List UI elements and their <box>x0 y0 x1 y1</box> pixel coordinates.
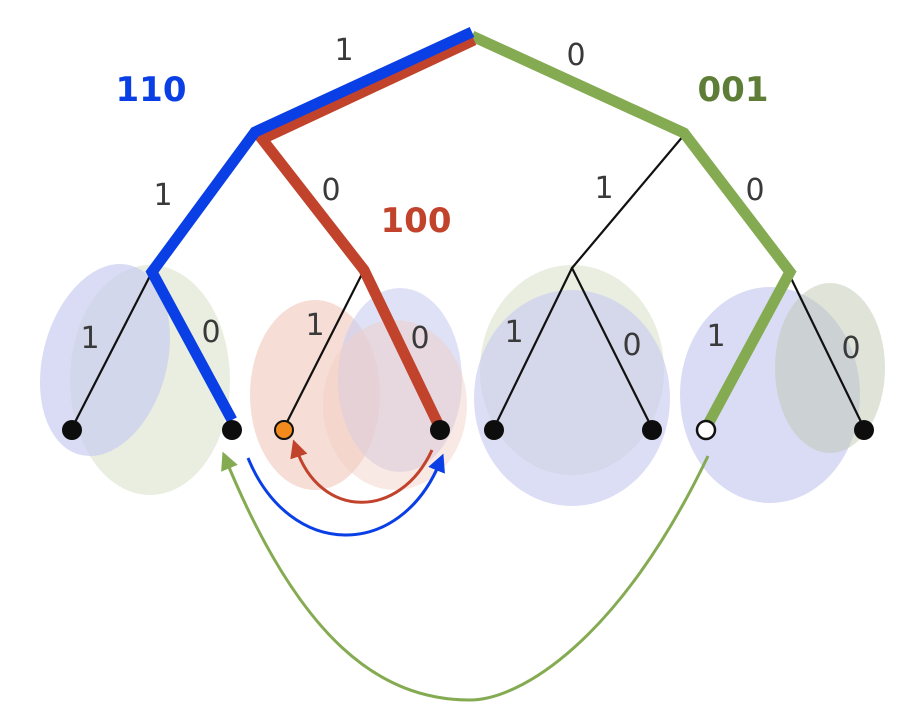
edge-label: 1 <box>504 315 523 350</box>
edge-label: 0 <box>566 38 585 73</box>
arrow-red <box>290 439 434 504</box>
path-blue <box>145 27 475 423</box>
leaf-node <box>430 420 450 440</box>
leaf-node <box>222 420 242 440</box>
edge-label: 0 <box>410 321 429 356</box>
region-pink <box>323 320 467 490</box>
edge-label: 1 <box>305 308 324 343</box>
leaf-node-hollow <box>695 419 717 441</box>
leaf-arrows <box>221 439 710 702</box>
edge-thin <box>570 266 654 430</box>
path-green <box>469 30 797 431</box>
edge-thin <box>70 270 154 430</box>
edge-label: 0 <box>622 328 641 363</box>
edge-thin <box>786 270 866 430</box>
leaf-node <box>484 420 504 440</box>
edge-label: 1 <box>706 319 725 354</box>
edge-thin <box>492 266 574 430</box>
path-green-line <box>469 30 797 431</box>
grouping-regions <box>39 263 885 506</box>
path-red-overlay <box>260 39 476 144</box>
edge-label: 1 <box>153 178 172 213</box>
edge-label: 1 <box>594 171 613 206</box>
thin-edges <box>70 133 866 430</box>
path-label-red: 100 <box>381 201 452 241</box>
region-blue <box>39 263 171 457</box>
edge-label: 1 <box>80 321 99 356</box>
region-blue <box>474 290 670 506</box>
path-labels: 110 100 001 <box>116 70 769 241</box>
edge-label: 0 <box>201 315 220 350</box>
edge-labels: 1 0 1 0 1 0 1 0 1 0 1 0 1 0 <box>80 33 860 366</box>
path-label-blue: 110 <box>116 70 187 110</box>
leaf-node-orange <box>274 420 294 440</box>
leaf-nodes <box>62 419 874 441</box>
edge-label: 1 <box>334 33 353 68</box>
edge-label: 0 <box>841 331 860 366</box>
edge-label: 0 <box>321 173 340 208</box>
arrow-green <box>221 451 710 702</box>
path-label-green: 001 <box>698 70 769 110</box>
path-blue-line <box>145 27 475 423</box>
leaf-node <box>642 420 662 440</box>
leaf-node <box>62 420 82 440</box>
edge-thin <box>570 133 686 270</box>
edge-label: 0 <box>745 173 764 208</box>
edge-thin <box>282 268 366 430</box>
region-olive <box>775 283 885 453</box>
arrow-blue <box>246 453 445 537</box>
leaf-node <box>854 420 874 440</box>
